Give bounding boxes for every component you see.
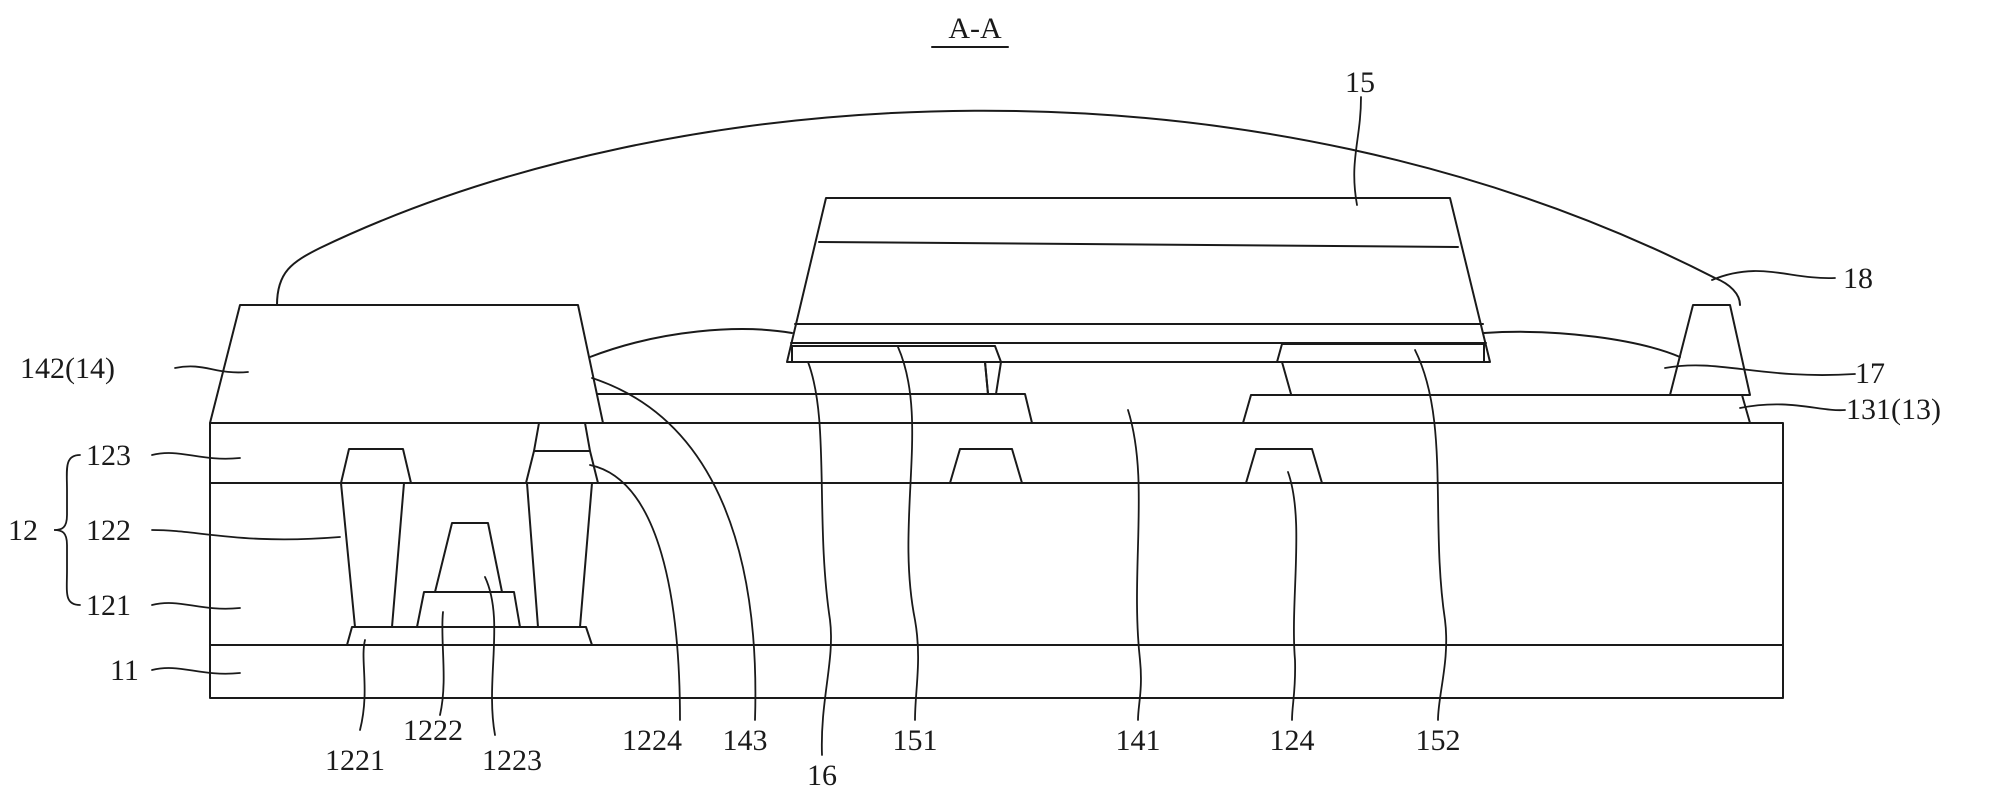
label-18: 18 bbox=[1843, 262, 1873, 295]
leader-151 bbox=[897, 346, 919, 721]
leader-1221 bbox=[359, 639, 366, 731]
leader-122 bbox=[151, 529, 341, 541]
leader-121 bbox=[151, 602, 241, 610]
section-title: A-A bbox=[948, 12, 1002, 45]
label-15: 15 bbox=[1345, 66, 1375, 99]
label-1221: 1221 bbox=[325, 744, 385, 777]
leader-142 bbox=[174, 365, 249, 374]
bump-151-edge bbox=[984, 361, 989, 395]
brace-12 bbox=[53, 454, 81, 606]
leader-15 bbox=[1353, 96, 1362, 206]
chip-15-inner-line-1 bbox=[818, 241, 1459, 248]
leader-11 bbox=[151, 667, 241, 675]
chip-pad-152 bbox=[1276, 343, 1485, 363]
substrate-11 bbox=[209, 644, 1784, 699]
electrode-141-left bbox=[527, 393, 1033, 424]
label-121: 121 bbox=[86, 589, 131, 622]
encapsulation-dome bbox=[276, 109, 1741, 306]
leader-141 bbox=[1127, 409, 1142, 721]
via-1224 bbox=[526, 482, 593, 628]
label-17: 17 bbox=[1855, 357, 1885, 390]
leader-17 bbox=[1664, 364, 1856, 376]
label-1224: 1224 bbox=[622, 724, 682, 757]
leader-1222 bbox=[439, 611, 445, 716]
label-124: 124 bbox=[1270, 724, 1315, 757]
via-left-cap bbox=[340, 448, 412, 484]
electrode-1223-upper bbox=[434, 522, 503, 593]
label-1223: 1223 bbox=[482, 744, 542, 777]
electrode-1223-lower bbox=[416, 591, 521, 628]
label-16: 16 bbox=[807, 759, 837, 792]
via-1224-top bbox=[533, 422, 591, 452]
leader-152 bbox=[1414, 349, 1448, 721]
electrode-131 bbox=[1242, 394, 1751, 424]
label-131: 131(13) bbox=[1846, 393, 1941, 426]
leader-1224 bbox=[589, 464, 681, 721]
label-123: 123 bbox=[86, 439, 131, 472]
label-12: 12 bbox=[8, 514, 38, 547]
label-151: 151 bbox=[893, 724, 938, 757]
leader-124 bbox=[1287, 471, 1298, 721]
label-143: 143 bbox=[723, 724, 768, 757]
leader-18 bbox=[1711, 270, 1836, 281]
label-142: 142(14) bbox=[20, 352, 115, 385]
label-122: 122 bbox=[86, 514, 131, 547]
label-1222: 1222 bbox=[403, 714, 463, 747]
bank-17 bbox=[1669, 304, 1751, 396]
label-141: 141 bbox=[1116, 724, 1161, 757]
label-152: 152 bbox=[1416, 724, 1461, 757]
bank-142 bbox=[209, 304, 604, 424]
fill-16-left bbox=[589, 328, 793, 358]
leader-123 bbox=[151, 452, 241, 460]
electrode-1221 bbox=[346, 626, 593, 646]
leader-143 bbox=[591, 377, 757, 721]
leader-16 bbox=[807, 361, 832, 756]
leader-131 bbox=[1739, 403, 1846, 412]
fill-16-right bbox=[1483, 330, 1681, 358]
via-1224-cap bbox=[525, 450, 599, 484]
chip-pad-151 bbox=[791, 345, 1002, 363]
pad-124-a bbox=[949, 448, 1023, 484]
label-11: 11 bbox=[110, 654, 139, 687]
pad-124-b bbox=[1245, 448, 1323, 484]
chip-15 bbox=[786, 197, 1491, 363]
leader-1223 bbox=[484, 576, 496, 736]
bump-152-edge bbox=[1281, 361, 1292, 395]
